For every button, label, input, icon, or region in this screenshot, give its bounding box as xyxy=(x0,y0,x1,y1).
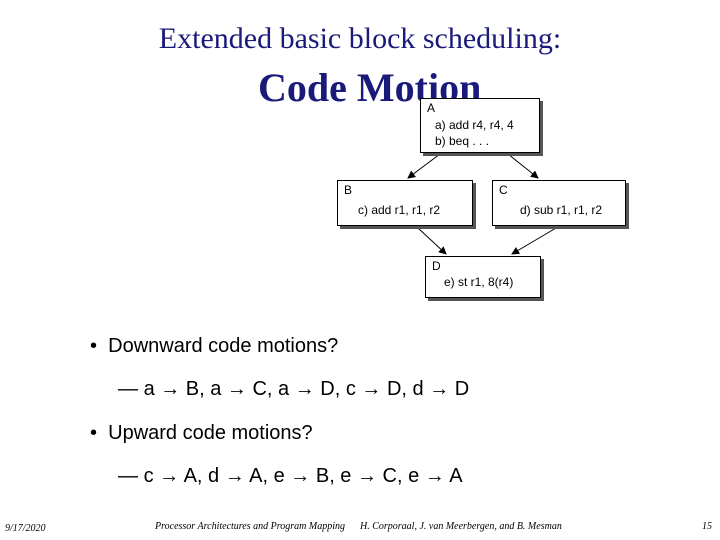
block-b-label: B xyxy=(344,183,353,197)
block-c: C d) sub r1, r1, r2 xyxy=(492,180,626,226)
sub-downward: — a → B, a → C, a → D, c → D, d → D xyxy=(118,378,469,401)
block-c-instruction-1: d) sub r1, r1, r2 xyxy=(520,203,603,217)
block-a: A a) add r4, r4, 4 b) beq . . . xyxy=(420,98,540,153)
block-a-instruction-2: b) beq . . . xyxy=(435,134,490,148)
footer-page-number: 15 xyxy=(702,521,712,532)
footer-authors: H. Corporaal, J. van Meerbergen, and B. … xyxy=(360,521,562,532)
block-a-label: A xyxy=(427,101,436,115)
bullet-upward: • Upward code motions? xyxy=(90,422,313,445)
block-d-instruction-1: e) st r1, 8(r4) xyxy=(444,275,514,289)
block-a-instruction-1: a) add r4, r4, 4 xyxy=(435,118,514,132)
arrow-a-to-b xyxy=(407,153,441,179)
block-d: D e) st r1, 8(r4) xyxy=(425,256,541,298)
block-b: B c) add r1, r1, r2 xyxy=(337,180,473,226)
bullet-downward: • Downward code motions? xyxy=(90,335,338,358)
arrow-a-to-c xyxy=(507,153,539,179)
dash-icon: — xyxy=(118,378,144,400)
block-b-instruction-1: c) add r1, r1, r2 xyxy=(358,203,441,217)
bullet-dot: • xyxy=(90,335,109,357)
footer-date: 9/17/2020 xyxy=(5,523,46,534)
sub-upward-text: c → A, d → A, e → B, e → C, e → A xyxy=(143,465,463,487)
arrow-c-to-d xyxy=(511,227,557,255)
dash-icon: — xyxy=(118,465,144,487)
bullet-dot: • xyxy=(90,422,109,444)
block-d-label: D xyxy=(432,259,441,273)
bullet-downward-text: Downward code motions? xyxy=(108,335,339,357)
sub-downward-text: a → B, a → C, a → D, c → D, d → D xyxy=(143,378,470,400)
sub-upward: — c → A, d → A, e → B, e → C, e → A xyxy=(118,465,463,488)
bullet-upward-text: Upward code motions? xyxy=(108,422,313,444)
footer-course: Processor Architectures and Program Mapp… xyxy=(155,521,345,532)
slide-title: Extended basic block scheduling: xyxy=(158,22,562,55)
arrow-b-to-d xyxy=(417,227,447,255)
block-c-label: C xyxy=(499,183,508,197)
